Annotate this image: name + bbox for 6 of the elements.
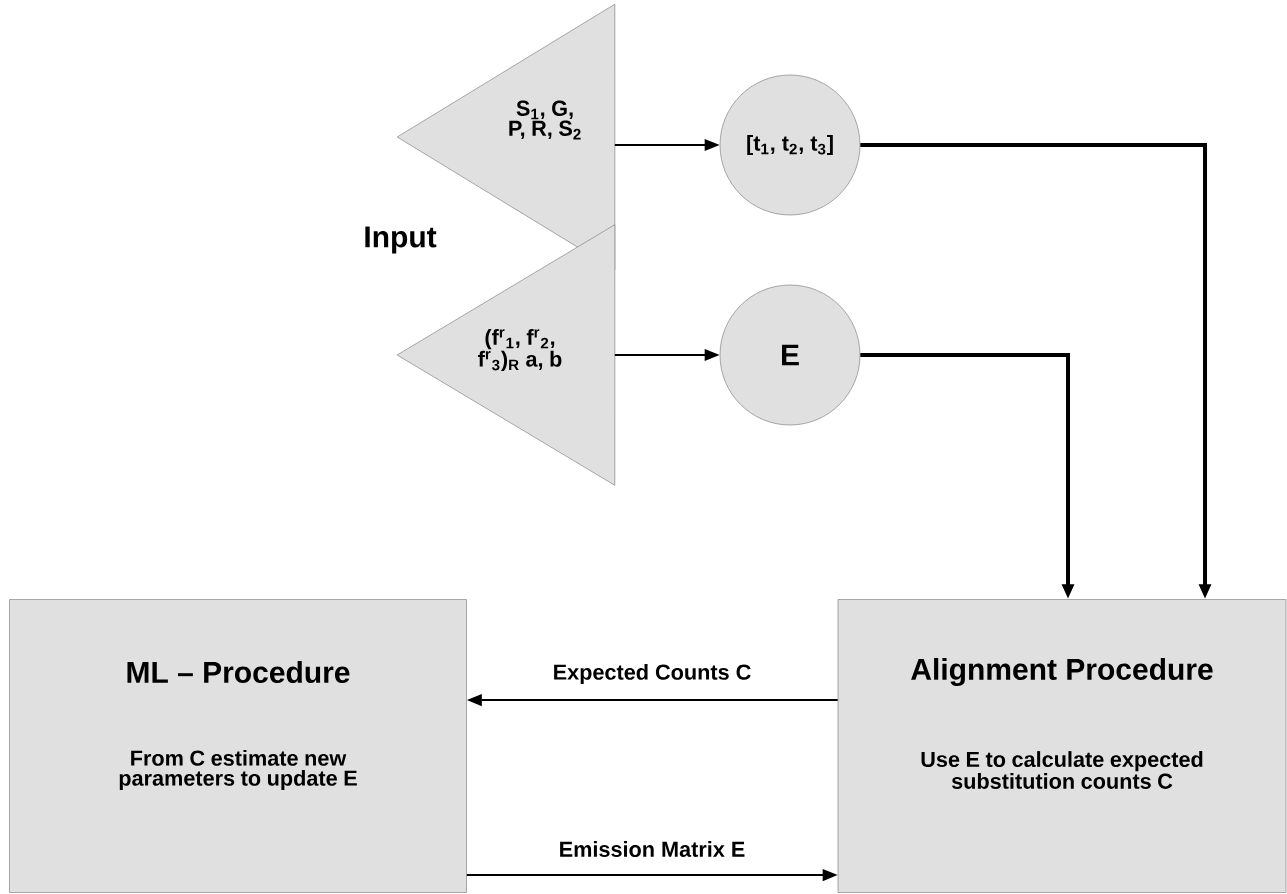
circle-node: E: [719, 284, 861, 426]
edge-label: Emission Matrix E: [557, 839, 747, 859]
process-box: Alignment Procedure Use E to calculate expected substitution counts C: [837, 599, 1287, 893]
circle-node: [t$_{1}$, t$_{2}$, t$_{3}$]: [719, 74, 861, 216]
process-box: ML – Procedure From C estimate new parameters to update E: [9, 599, 467, 893]
edge-label: Expected Counts C: [551, 662, 753, 686]
